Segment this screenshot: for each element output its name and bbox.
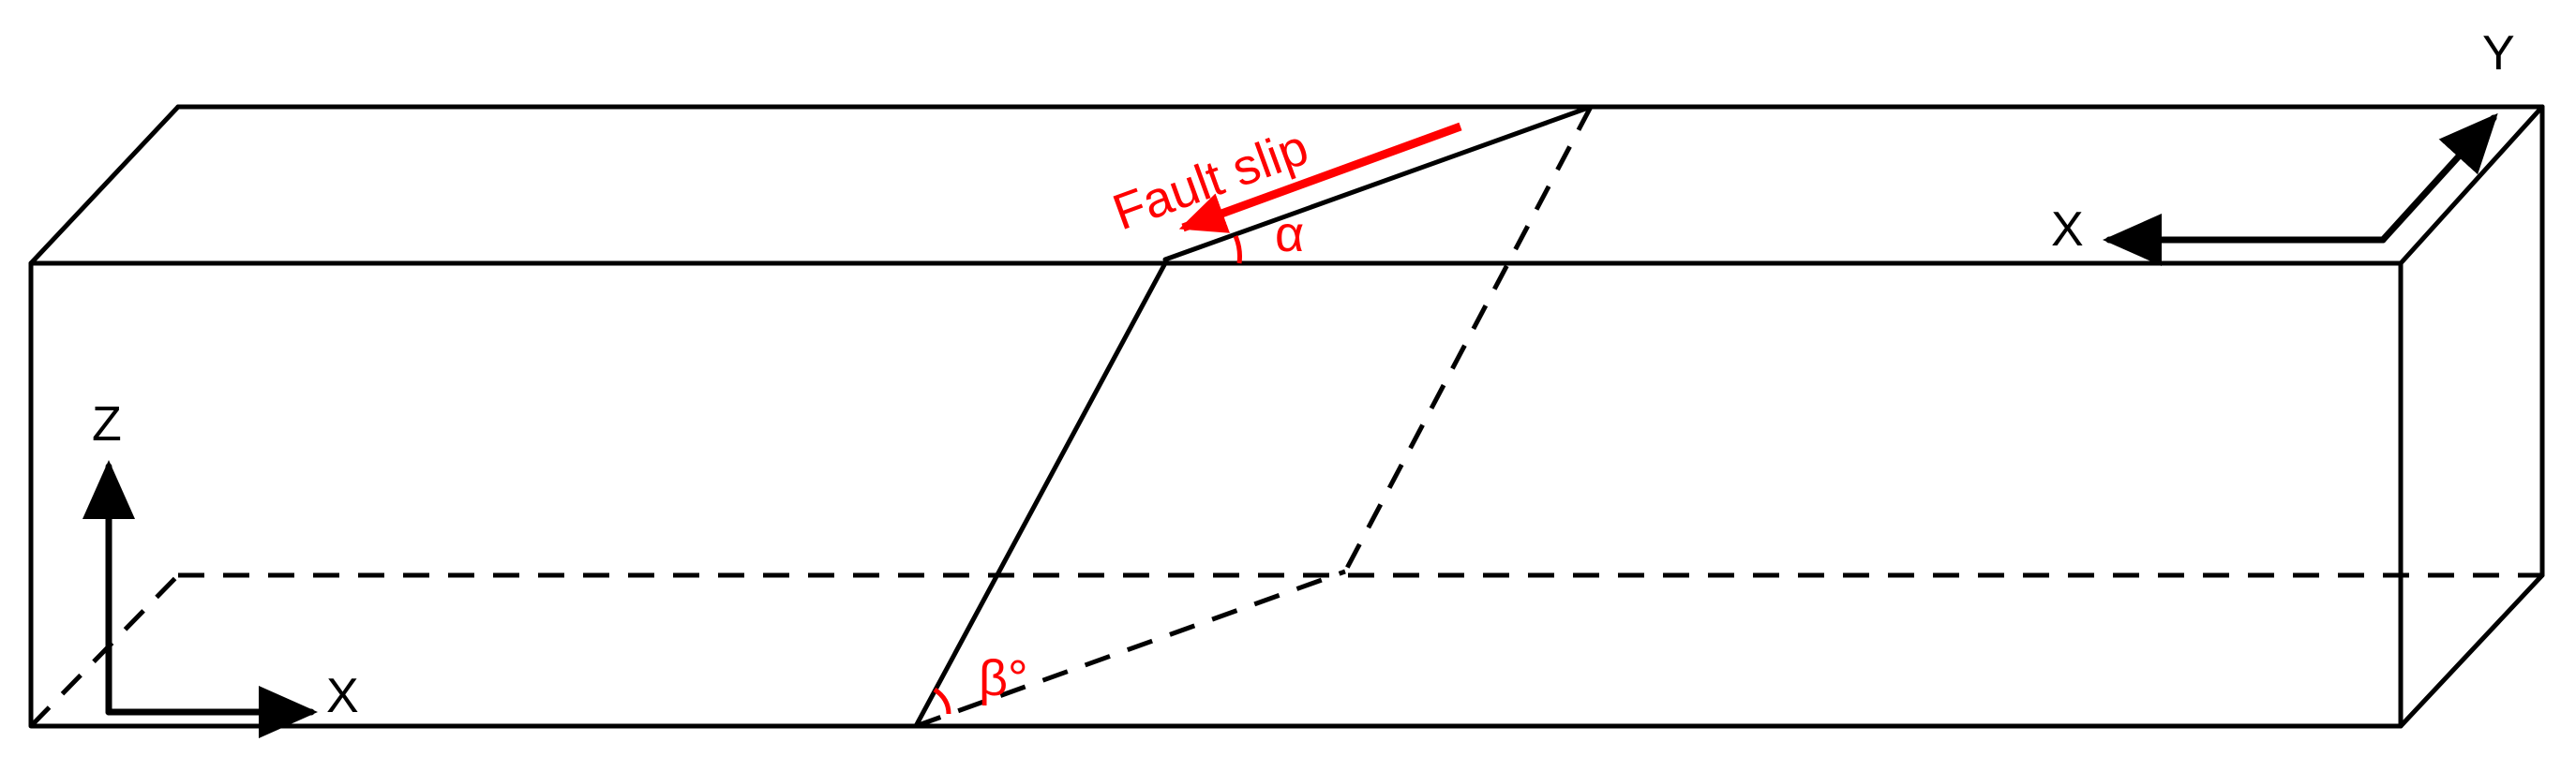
fault-bottom-trace bbox=[915, 569, 1346, 729]
alpha-label: α bbox=[1275, 206, 1304, 262]
top-left-edge bbox=[28, 104, 181, 266]
y-axis-label-top: Y bbox=[2482, 26, 2515, 81]
hidden-left-bottom-edge bbox=[29, 573, 180, 728]
x-axis-label-top: X bbox=[2051, 202, 2084, 257]
fault-back-trace bbox=[1342, 105, 1594, 573]
beta-label: β° bbox=[979, 650, 1028, 706]
block-outline bbox=[28, 104, 2545, 729]
z-axis-label: Z bbox=[92, 397, 122, 452]
fault-slip-arrow bbox=[1178, 122, 1462, 233]
front-axes: Z X bbox=[82, 397, 359, 738]
fault-top-trace bbox=[1162, 104, 1594, 262]
y-axis-arrow-top bbox=[2379, 112, 2498, 244]
hidden-edges bbox=[29, 572, 2542, 728]
beta-angle-arc bbox=[933, 687, 951, 715]
right-bottom-edge bbox=[2398, 572, 2545, 729]
beta-angle-annotation: β° bbox=[933, 650, 1028, 715]
top-axes: X Y bbox=[2051, 26, 2515, 266]
fault-front-trace bbox=[913, 260, 1168, 729]
fault-plane bbox=[913, 104, 1594, 729]
x-axis-label-front: X bbox=[326, 669, 359, 723]
top-right-edge bbox=[2398, 104, 2545, 266]
alpha-angle-arc bbox=[1233, 235, 1242, 264]
front-face bbox=[28, 260, 2404, 729]
alpha-angle-annotation: α bbox=[1233, 206, 1304, 264]
